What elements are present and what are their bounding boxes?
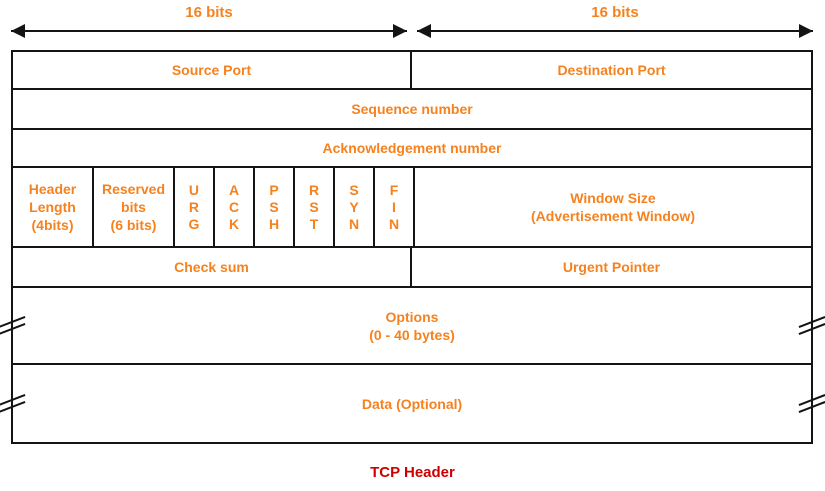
arrowhead-right-icon xyxy=(393,24,407,38)
flag-psh: P S H xyxy=(255,168,295,246)
row-acknowledgement-number: Acknowledgement number xyxy=(13,130,811,168)
bit-ruler-right: 16 bits xyxy=(417,4,813,38)
field-destination-port: Destination Port xyxy=(557,62,666,78)
flag-urg: U R G xyxy=(175,168,215,246)
field-sequence-number: Sequence number xyxy=(351,101,473,117)
field-urgent-pointer: Urgent Pointer xyxy=(562,259,661,275)
flag-rst: R S T xyxy=(295,168,335,246)
flag-ack: A C K xyxy=(215,168,255,246)
field-acknowledgement-number: Acknowledgement number xyxy=(322,140,502,156)
field-window-size: Window Size (Advertisement Window) xyxy=(531,190,695,224)
field-header-length: Header Length (4bits) xyxy=(13,168,94,246)
left-double-arrow-icon xyxy=(11,24,407,38)
bit-ruler-right-label: 16 bits xyxy=(591,4,639,21)
diagram-title: TCP Header xyxy=(370,464,455,481)
field-data: Data (Optional) xyxy=(361,395,463,412)
row-data: Data (Optional) xyxy=(0,365,825,442)
field-source-port: Source Port xyxy=(13,52,412,88)
field-checksum: Check sum xyxy=(13,248,412,286)
field-options: Options (0 - 40 bytes) xyxy=(369,308,455,343)
arrowhead-right-icon xyxy=(799,24,813,38)
row-checksum-urgent: Check sum Urgent Pointer xyxy=(13,248,811,288)
bit-ruler-left: 16 bits xyxy=(11,4,407,38)
row-sequence-number: Sequence number xyxy=(13,90,811,130)
row-options: Options (0 - 40 bytes) xyxy=(0,288,825,365)
field-reserved-bits: Reserved bits (6 bits) xyxy=(94,168,175,246)
flag-syn: S Y N xyxy=(335,168,375,246)
bit-ruler-left-label: 16 bits xyxy=(185,4,233,21)
arrowhead-left-icon xyxy=(11,24,25,38)
row-flags: Header Length (4bits) Reserved bits (6 b… xyxy=(13,168,811,248)
arrowhead-left-icon xyxy=(417,24,431,38)
right-double-arrow-icon xyxy=(417,24,813,38)
row-ports: Source Port Destination Port xyxy=(13,52,811,90)
tcp-header-table: Source Port Destination Port Sequence nu… xyxy=(0,50,825,444)
flag-fin: F I N xyxy=(375,168,415,246)
